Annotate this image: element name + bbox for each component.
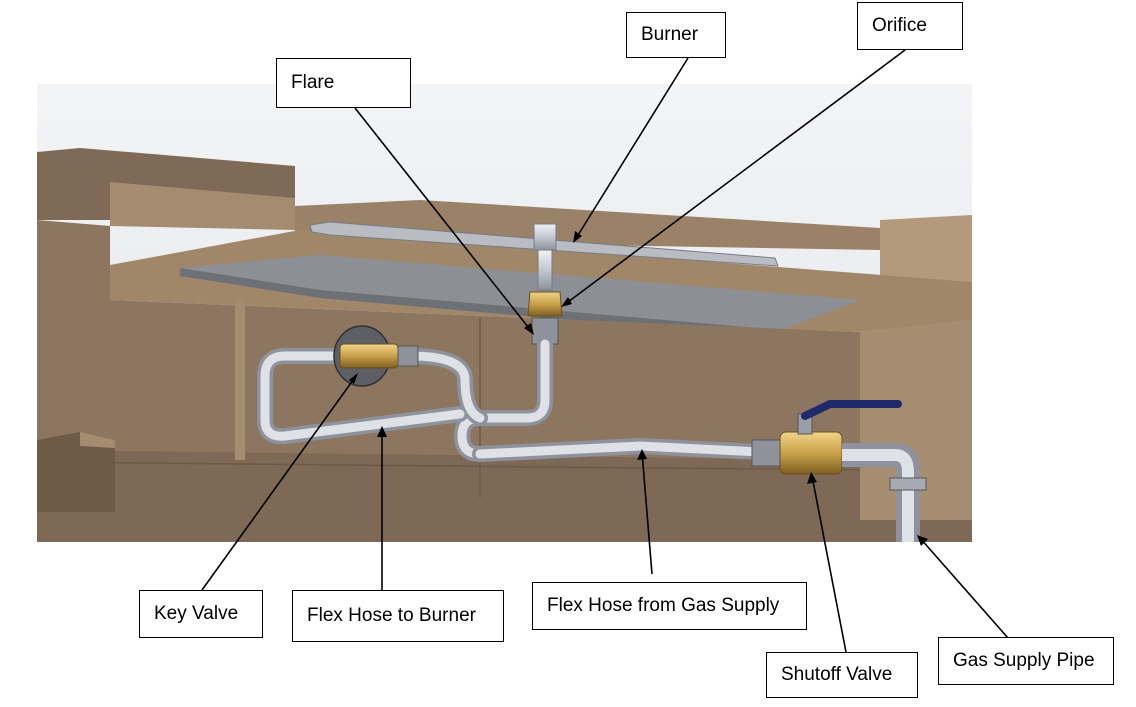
orifice-label: Orifice <box>857 2 963 50</box>
burner-label: Burner <box>626 12 726 58</box>
flare-label: Flare <box>276 58 411 108</box>
loop-pipe-highlight <box>260 351 485 441</box>
key-valve-arrowhead <box>349 373 358 384</box>
left-step-top <box>80 432 115 448</box>
shutoff-valve-arrowhead <box>807 472 817 484</box>
flex-hose-to-burner-arrowhead <box>377 426 387 437</box>
flex-hose-from-gas-supply-highlight <box>475 441 765 459</box>
shutoff-valve-leader <box>811 475 847 653</box>
render-scene <box>36 84 972 542</box>
wall-seam-3 <box>36 461 861 471</box>
gas-supply-pipe-leader <box>919 537 1009 639</box>
key-valve-label: Key Valve <box>139 590 263 638</box>
key-valve-nut <box>397 345 419 367</box>
left-step <box>37 432 115 512</box>
left-wall-inner <box>110 182 295 230</box>
key-valve-body <box>339 343 399 369</box>
flare-arrowhead <box>524 323 534 335</box>
flex-hose-to-burner-highlight <box>457 339 645 459</box>
right-wall-lower <box>860 320 972 520</box>
front-wall-lower <box>37 450 972 542</box>
flex-hose-to-burner-label: Flex Hose to Burner <box>292 590 504 642</box>
orifice-brass <box>527 291 563 317</box>
leader-lines <box>201 49 1009 653</box>
burner-pan-edge <box>180 268 780 338</box>
orifice-fitting <box>537 249 553 291</box>
gas-supply-pipe-highlight <box>842 449 914 542</box>
shutoff-valve-handle <box>801 400 902 420</box>
burner-pan <box>180 255 860 330</box>
burner-arrowhead <box>573 231 582 243</box>
gas-supply-coupling <box>889 477 927 491</box>
burner-riser <box>533 223 557 251</box>
leader-arrowheads <box>349 231 928 546</box>
gas-supply-pipe-arrowhead <box>917 535 928 546</box>
shutoff-valve-body <box>779 431 843 475</box>
key-valve-leader <box>201 375 357 591</box>
shutoff-valve-nut <box>751 439 781 467</box>
shutoff-valve-label: Shutoff Valve <box>766 652 918 698</box>
flare-leader <box>354 107 533 333</box>
flex-hose-from-gas-supply-label: Flex Hose from Gas Supply <box>532 582 807 630</box>
gas-supply-pipe-label: Gas Supply Pipe <box>938 637 1114 685</box>
orifice-arrowhead <box>561 297 572 307</box>
flex-hose-from-gas-supply-leader <box>641 451 653 575</box>
burner-leader <box>574 57 689 241</box>
flex-hose-from-gas-supply-arrowhead <box>637 449 647 460</box>
orifice-leader <box>563 49 906 306</box>
